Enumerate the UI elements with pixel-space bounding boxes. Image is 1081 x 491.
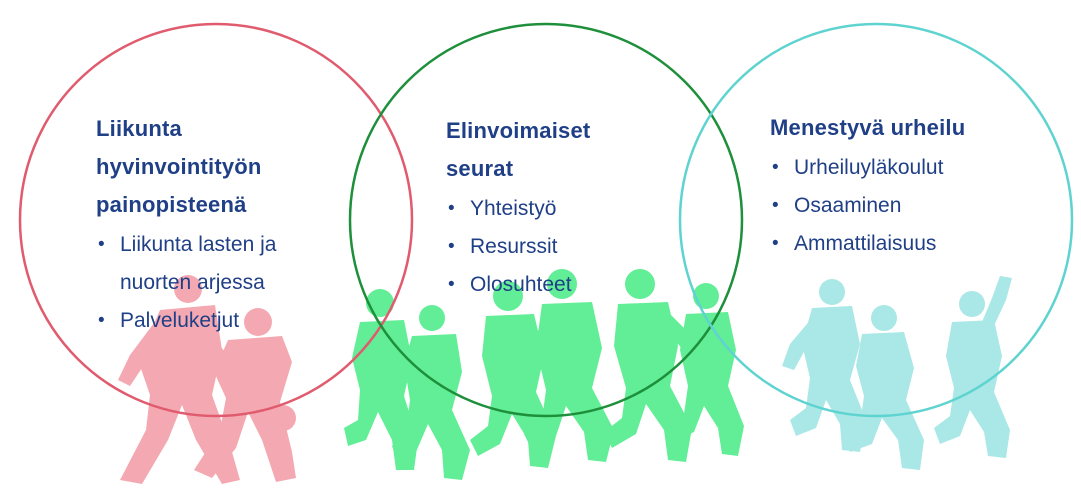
circle-left-text: Liikunta hyvinvointityön painopisteenä •… [96, 110, 356, 340]
bullet-item: • Olosuhteet [446, 266, 666, 304]
bullet-item: • Osaaminen [770, 187, 1050, 225]
bullet-line: Yhteistyö [470, 197, 557, 220]
bullet-item: • Yhteistyö [446, 190, 666, 228]
title-line: seurat [446, 156, 514, 181]
title-line: painopisteenä [96, 192, 247, 217]
title-line: Liikunta [96, 116, 182, 141]
basketball-players-silhouette [118, 275, 296, 484]
title-line: Elinvoimaiset [446, 118, 591, 143]
bullet-item: • Palveluketjut [96, 302, 356, 340]
bullet-item: • Liikunta lasten ja nuorten arjessa [96, 226, 356, 302]
bullet-dot: • [448, 236, 455, 257]
bullet-dot: • [98, 310, 105, 331]
bullet-line: Ammattilaisuus [794, 232, 937, 255]
circle-middle-text: Elinvoimaiset seurat • Yhteistyö • Resur… [446, 112, 666, 304]
bullet-dot: • [98, 234, 105, 255]
circle-left-bullets: • Liikunta lasten ja nuorten arjessa • P… [96, 226, 356, 340]
circle-left [18, 22, 414, 418]
bullet-item: • Resurssit [446, 228, 666, 266]
circle-middle-bullets: • Yhteistyö • Resurssit • Olosuhteet [446, 190, 666, 304]
circle-right [678, 22, 1074, 418]
bullet-line: Olosuhteet [470, 273, 572, 296]
bullet-dot: • [448, 274, 455, 295]
circle-right-bullets: • Urheiluyläkoulut • Osaaminen • Ammatti… [770, 149, 1050, 263]
title-line: Menestyvä urheilu [770, 115, 966, 140]
bullet-line: Resurssit [470, 235, 558, 258]
circle-middle-title: Elinvoimaiset seurat [446, 112, 666, 188]
circle-right-title: Menestyvä urheilu [770, 109, 1050, 147]
bullet-line: Osaaminen [794, 194, 902, 217]
bullet-line: Urheiluyläkoulut [794, 156, 944, 179]
bullet-line: Palveluketjut [120, 309, 240, 332]
bullet-line: nuorten arjessa [120, 271, 265, 294]
bullet-item: • Urheiluyläkoulut [770, 149, 1050, 187]
bullet-dot: • [772, 195, 779, 216]
bullet-dot: • [772, 157, 779, 178]
bullet-dot: • [448, 198, 455, 219]
bullet-dot: • [772, 233, 779, 254]
circle-middle [348, 22, 744, 418]
circle-right-text: Menestyvä urheilu • Urheiluyläkoulut • O… [770, 109, 1050, 263]
bullet-line: Liikunta lasten ja [120, 233, 277, 256]
circle-left-title: Liikunta hyvinvointityön painopisteenä [96, 110, 356, 224]
title-line: hyvinvointityön [96, 154, 262, 179]
athletes-silhouette [782, 276, 1012, 470]
runners-group-silhouette [344, 269, 744, 480]
bullet-item: • Ammattilaisuus [770, 225, 1050, 263]
